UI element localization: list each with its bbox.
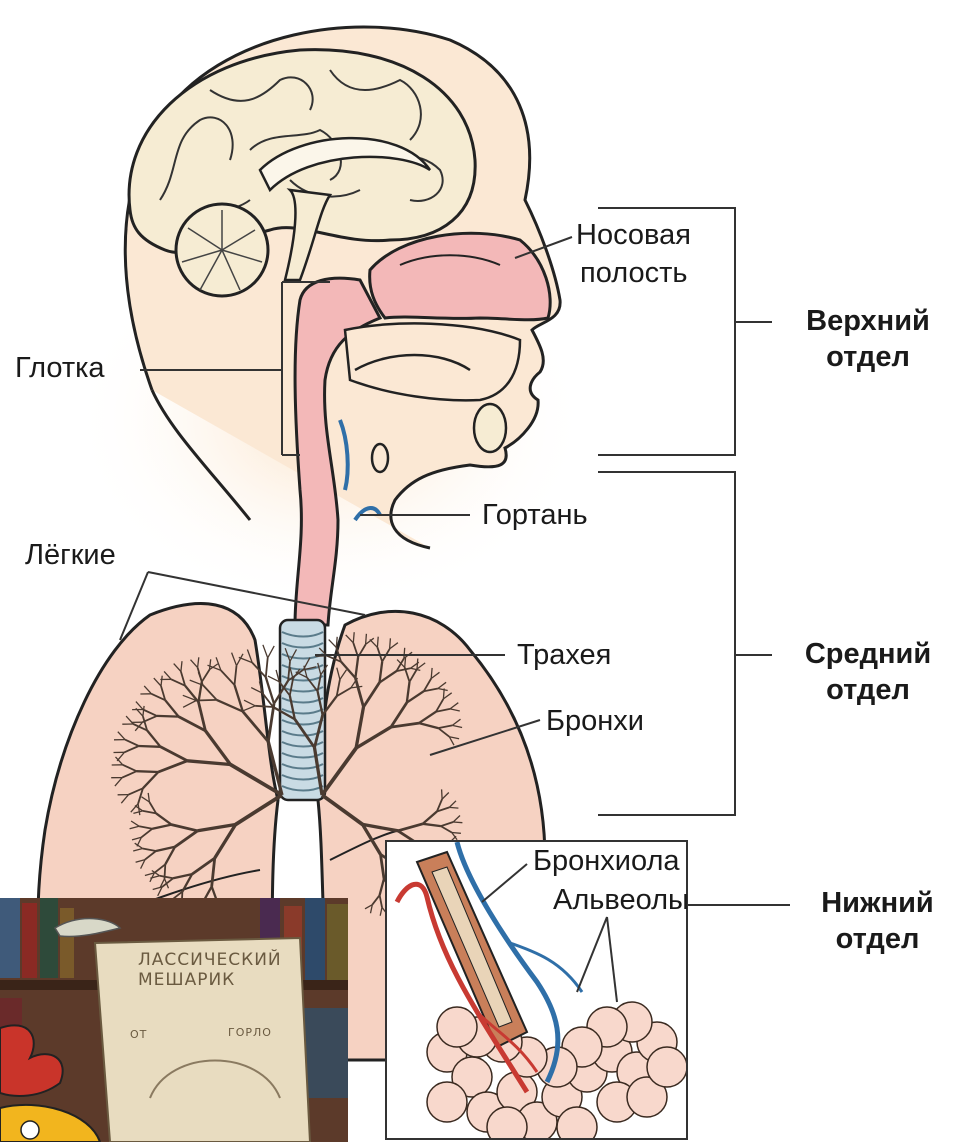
vein-branch [507,942,582,992]
section-upper-line-2: отдел [778,339,958,375]
cartoon-tag-left: ОТ [130,1028,147,1041]
cartoon-overlay: ЛАССИЧЕСКИЙ МЕШАРИК ОТ ГОРЛО [0,898,348,1142]
chin-bone [474,404,506,452]
bronchus-branch [329,640,337,648]
section-middle: Средний отдел [778,636,958,709]
section-middle-line-1: Средний [778,636,958,672]
bronchus-branch [390,638,391,649]
bronchus-branch [196,700,217,701]
section-lower-line-1: Нижний [795,885,960,921]
label-bronchi: Бронхи [546,706,644,738]
section-middle-line-2: отдел [778,672,958,708]
label-nasal-cavity-line-1: Носовая [576,220,691,252]
label-bronchiole: Бронхиола [533,846,680,878]
cartoon-scroll-line-1: ЛАССИЧЕСКИЙ [138,950,282,970]
alveolus [647,1047,687,1087]
bronchus-branch [366,634,367,645]
alveolus [437,1007,477,1047]
section-upper-line-1: Верхний [778,303,958,339]
bronchus-branch [137,771,159,772]
bronchus-branch [266,658,268,677]
label-alveoli: Альвеолы [553,885,689,917]
cartoon-character-eye [21,1121,39,1139]
alveolus [487,1107,527,1140]
bronchus-branch [442,789,443,799]
bronchus-branch [255,706,273,707]
section-lower: Нижний отдел [795,885,960,958]
bronchus-branch [139,746,161,747]
cartoon-tag-right: ГОРЛО [228,1026,272,1039]
bronchus-branch [263,645,268,658]
bronchus-branch [268,646,275,658]
bronchus-branch [417,659,418,670]
cartoon-illustration [0,898,348,1142]
label-nasal-cavity-line-2: полость [580,258,687,290]
bronchus-branch [165,864,166,878]
inset-leader-alveoli-2 [607,917,617,1002]
bronchus-branch [377,637,378,648]
bronchus-branch [336,637,337,648]
alveolus [557,1107,597,1140]
section-brackets [598,208,790,905]
label-trachea: Трахея [517,640,611,672]
label-larynx: Гортань [482,500,588,532]
bronchus-branch [431,668,432,679]
bronchus-branch [353,632,354,643]
bronchus-branch [405,657,406,668]
label-lungs: Лёгкие [25,540,116,572]
section-lower-line-2: отдел [795,921,960,957]
bronchus-branch [453,822,462,823]
bronchus-branch [404,648,405,659]
bronchus-branch [449,807,458,808]
bronchus-branch [443,688,444,699]
alveolus [427,1082,467,1122]
bronchus-branch [452,833,461,834]
inset-leader-bronchiole [482,864,527,902]
cartoon-scroll-line-2: МЕШАРИК [138,970,235,990]
label-pharynx: Глотка [15,353,105,385]
hyoid [372,444,388,472]
bronchus-branch [157,716,179,717]
bronchus-branch [268,704,274,742]
inset-leader-alveoli-1 [577,917,607,992]
section-upper: Верхний отдел [778,303,958,376]
